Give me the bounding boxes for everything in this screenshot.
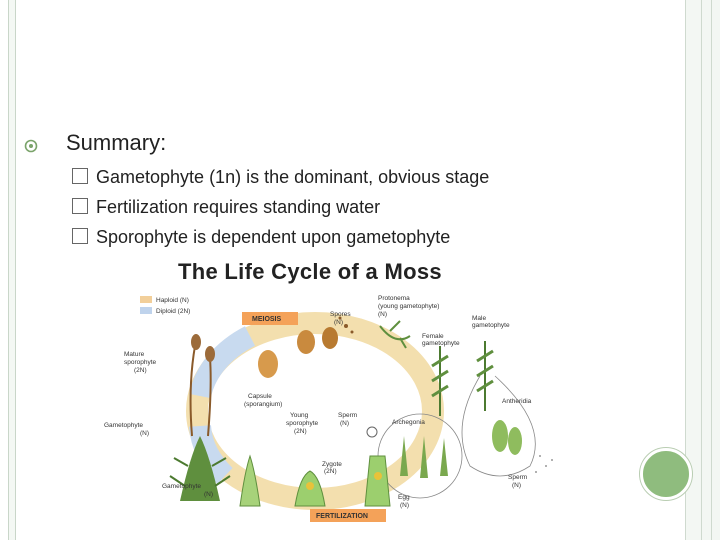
diagram-label: sporophyte: [124, 359, 157, 366]
diagram-label: (N): [378, 311, 387, 318]
mature-sporophyte-illustration: [169, 334, 231, 501]
diagram-label: (N): [340, 420, 349, 427]
cycle-ring-diploid: [189, 326, 256, 399]
diagram-label: Archegonia: [392, 419, 425, 426]
bullet-item-3: Sporophyte is dependent upon gametophyte: [72, 227, 450, 248]
diagram-label: (2N): [294, 428, 307, 435]
legend-diploid-swatch: [140, 307, 152, 314]
gear-bullet-icon: [24, 139, 38, 153]
diagram-label: Sperm: [338, 412, 357, 419]
diagram-label: Male: [472, 315, 486, 322]
bullet-item-2: Fertilization requires standing water: [72, 197, 380, 218]
diagram-label: (N): [400, 502, 409, 509]
diagram-label: (2N): [324, 468, 337, 475]
diagram-title: The Life Cycle of a Moss: [178, 259, 442, 284]
diagram-label: (N): [140, 430, 149, 437]
diagram-label: Zygote: [322, 461, 342, 468]
moss-life-cycle-diagram: Haploid (N) Diploid (2N) MEIOSIS FERTILI…: [104, 295, 553, 522]
diagram-label: Gametophyte: [104, 422, 143, 429]
meiosis-banner: [242, 312, 298, 325]
fertilization-banner: [310, 509, 386, 522]
diagram-label: Mature: [124, 351, 145, 358]
frame-left-rule: [8, 0, 16, 540]
diagram-label: (2N): [134, 367, 147, 374]
checkbox-bullet-icon: [72, 168, 88, 184]
diagram-label: (sporangium): [244, 401, 282, 408]
legend-diploid: Diploid (2N): [156, 308, 190, 315]
zygote-illustration: [239, 454, 391, 507]
checkbox-bullet-icon: [72, 198, 88, 214]
fertilization-label: FERTILIZATION: [316, 513, 368, 520]
diagram-label: gametophyte: [422, 340, 460, 347]
diagram-label: Female: [422, 333, 444, 340]
protonema-illustration: [379, 320, 411, 349]
checkbox-bullet-icon: [72, 228, 88, 244]
legend-haploid: Haploid (N): [156, 297, 189, 304]
legend-haploid-swatch: [140, 296, 152, 303]
diagram-label: Protonema: [378, 295, 410, 302]
diagram-label: (young gametophyte): [378, 303, 439, 310]
gametophytes-illustration: [431, 341, 494, 416]
summary-heading: Summary:: [66, 130, 167, 155]
diagram-label: sporophyte: [286, 420, 319, 427]
diagram-label: Antheridia: [502, 398, 532, 405]
diagram-label: (N): [512, 482, 521, 489]
decorative-circle: [640, 448, 692, 500]
diagram-label: gametophyte: [472, 322, 510, 329]
diagram-label: Egg: [398, 494, 410, 501]
meiosis-label: MEIOSIS: [252, 316, 282, 323]
diagram-label: (N): [334, 319, 343, 326]
bullet-item-1: Gametophyte (1n) is the dominant, obviou…: [72, 167, 489, 188]
diagram-label: (N): [204, 491, 213, 498]
frame-right-rule-outer: [711, 0, 712, 540]
diagram-label: Sperm: [508, 474, 527, 481]
frame-right-border: [685, 0, 720, 540]
diagram-label: Young: [290, 412, 309, 419]
diagram-label: Spores: [330, 311, 351, 318]
diagram-label: Capsule: [248, 393, 272, 400]
capsule-illustration: [258, 316, 354, 378]
diagram-label: Gametophyte: [162, 483, 201, 490]
frame-right-rule: [701, 0, 702, 540]
